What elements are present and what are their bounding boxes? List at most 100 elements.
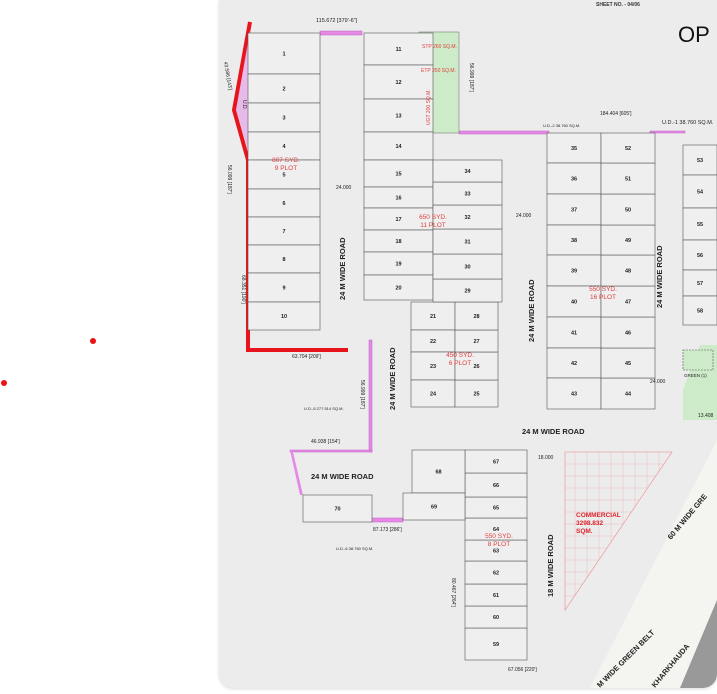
plot-number: 23 — [430, 364, 436, 370]
block-plots-label: 16 PLOT — [590, 294, 616, 301]
plot-14 — [363, 131, 434, 161]
plot-number: 61 — [493, 593, 499, 599]
ud-label: U.D.-5 277.514 SQ.M. — [304, 406, 344, 411]
plot-number: 42 — [571, 361, 577, 367]
plot-number: 18 — [395, 239, 401, 245]
plot-number: 69 — [431, 505, 437, 511]
block-area-label: 650 SYD. — [419, 214, 447, 221]
commercial-area-value: 3298.832 — [576, 520, 603, 527]
plot-number: 37 — [571, 208, 577, 214]
plot-12 — [363, 64, 434, 100]
dimension-label: 67.056 [220'] — [508, 667, 537, 673]
commercial-label: COMMERCIAL — [576, 512, 621, 519]
plot-number: 25 — [473, 392, 479, 398]
road-label: 24 M WIDE ROAD — [338, 237, 347, 300]
plot-number: 46 — [625, 331, 631, 337]
plot-number: 15 — [395, 172, 401, 178]
road-label: 24 M WIDE ROAD — [655, 245, 664, 308]
plot-66 — [464, 472, 528, 498]
dimension-label: 46.938 [154'] — [311, 439, 340, 445]
green-label: GREEN (1) — [684, 373, 707, 378]
plot-number: 53 — [697, 158, 703, 164]
road-label: 24 M WIDE ROAD — [522, 427, 585, 436]
dimension-label: 56.999 [187'] — [468, 63, 474, 92]
plot-number: 47 — [625, 300, 631, 306]
plot-number: 11 — [396, 47, 402, 53]
plot-number: 29 — [464, 289, 470, 295]
plot-56 — [682, 239, 717, 271]
plot-number: 8 — [282, 257, 285, 263]
plot-15 — [363, 159, 434, 188]
red-marker-dot — [90, 338, 96, 344]
red-marker-dot — [1, 380, 7, 386]
plot-70 — [302, 494, 373, 523]
plot-number: 33 — [464, 192, 470, 198]
ud-strip — [236, 30, 250, 150]
plot-number: 45 — [625, 361, 631, 367]
plot-number: 67 — [493, 460, 499, 466]
plot-46 — [600, 316, 656, 349]
dimension-label: 24.000 — [336, 185, 352, 191]
plot-25 — [454, 379, 499, 408]
stp-label: STP 260 SQ.M. — [422, 44, 457, 50]
plot-20 — [363, 274, 434, 301]
dimension-label: 115.672 [379'-6"] — [316, 18, 358, 24]
dimension-label: 24.000 — [650, 379, 666, 385]
plot-3 — [247, 102, 321, 133]
plot-number: 4 — [282, 144, 286, 150]
plot-number: 6 — [282, 201, 285, 207]
plot-8 — [247, 244, 321, 274]
plot-number: 64 — [493, 527, 500, 533]
plot-number: 63 — [493, 549, 499, 555]
plot-49 — [600, 224, 656, 256]
plot-52 — [600, 132, 656, 164]
plot-number: 22 — [430, 339, 436, 345]
block-area-label: 450 SYD. — [446, 352, 474, 359]
plot-47 — [600, 285, 656, 318]
page-title: OP — [678, 22, 710, 47]
plot-50 — [600, 193, 656, 226]
plot-10 — [247, 301, 321, 331]
ud-label: U.D. — [241, 100, 247, 110]
plot-number: 32 — [464, 215, 470, 221]
plot-number: 2 — [282, 87, 285, 93]
dimension-label: 13.408 — [698, 413, 714, 419]
plot-number: 9 — [282, 286, 285, 292]
plot-number: 12 — [395, 80, 401, 86]
plot-59 — [464, 627, 528, 661]
plot-number: 10 — [281, 314, 287, 320]
plot-number: 50 — [625, 208, 631, 214]
dimension-label: 63.704 [209'] — [292, 354, 321, 360]
plot-number: 35 — [571, 146, 577, 152]
plot-69 — [402, 492, 466, 521]
plot-5 — [247, 159, 321, 190]
ugt-label: UGT 200 SQ.M. — [426, 89, 432, 125]
plot-35 — [546, 132, 602, 164]
plot-number: 13 — [395, 114, 401, 120]
block-plots-label: 6 PLOT — [449, 360, 471, 367]
plot-number: 31 — [464, 240, 470, 246]
plot-9 — [247, 272, 321, 303]
plot-number: 34 — [464, 169, 471, 175]
plot-number: 52 — [625, 146, 631, 152]
plot-number: 44 — [625, 392, 632, 398]
plot-number: 48 — [625, 269, 631, 275]
plot-number: 28 — [473, 314, 479, 320]
sheet-number: SHEET NO. - 04/06 — [596, 2, 640, 8]
plot-48 — [600, 254, 656, 287]
plot-number: 21 — [430, 314, 436, 320]
plot-4 — [247, 131, 321, 161]
plot-number: 51 — [625, 177, 631, 183]
plot-2 — [247, 73, 321, 104]
plot-number: 62 — [493, 571, 499, 577]
plot-number: 5 — [282, 173, 285, 179]
plot-45 — [600, 347, 656, 379]
dimension-label: 43.586 [143'] — [222, 61, 233, 91]
plot-number: 14 — [395, 144, 402, 150]
plot-number: 3 — [282, 116, 285, 122]
plot-number: 16 — [395, 196, 401, 202]
dimension-label: 80.467 [264'] — [450, 578, 456, 607]
plot-number: 30 — [464, 265, 470, 271]
block-plots-label: 8 PLOT — [488, 541, 510, 548]
plot-number: 70 — [334, 507, 340, 513]
